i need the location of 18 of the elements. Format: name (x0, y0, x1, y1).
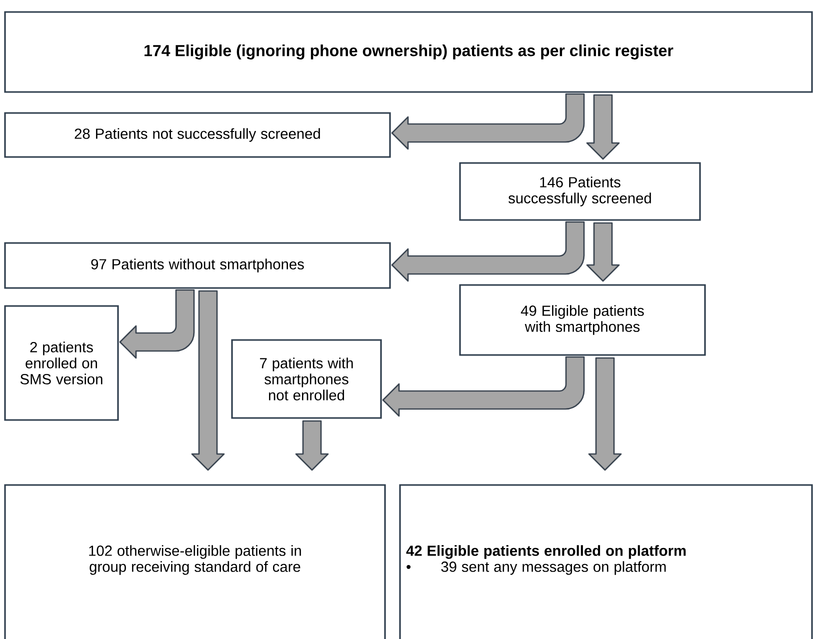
block-arrow (191, 290, 225, 471)
block-arrow (382, 356, 585, 417)
block-arrow (586, 94, 620, 160)
process-box: 7 patients with smartphones not enrolled (231, 339, 382, 419)
process-box: 146 Patients successfully screened (459, 162, 701, 221)
process-box: 102 otherwise-eligible patients in group receiving standard of care (4, 484, 386, 639)
process-box: 97 Patients without smartphones (4, 242, 391, 289)
block-arrow (588, 357, 622, 471)
block-arrow (119, 289, 195, 359)
process-box: 49 Eligible patients with smartphones (459, 284, 706, 356)
process-box: 42 Eligible patients enrolled on platform • 39 sent any messages on platform (399, 484, 813, 639)
process-box: 174 Eligible (ignoring phone ownership) patients as per clinic register (4, 11, 813, 93)
block-arrow (295, 420, 329, 471)
block-arrow (586, 222, 620, 282)
block-arrow (391, 93, 585, 150)
process-box: 2 patients enrolled on SMS version (4, 305, 119, 421)
process-box: 28 Patients not successfully screened (4, 112, 391, 158)
block-arrow (391, 221, 585, 282)
